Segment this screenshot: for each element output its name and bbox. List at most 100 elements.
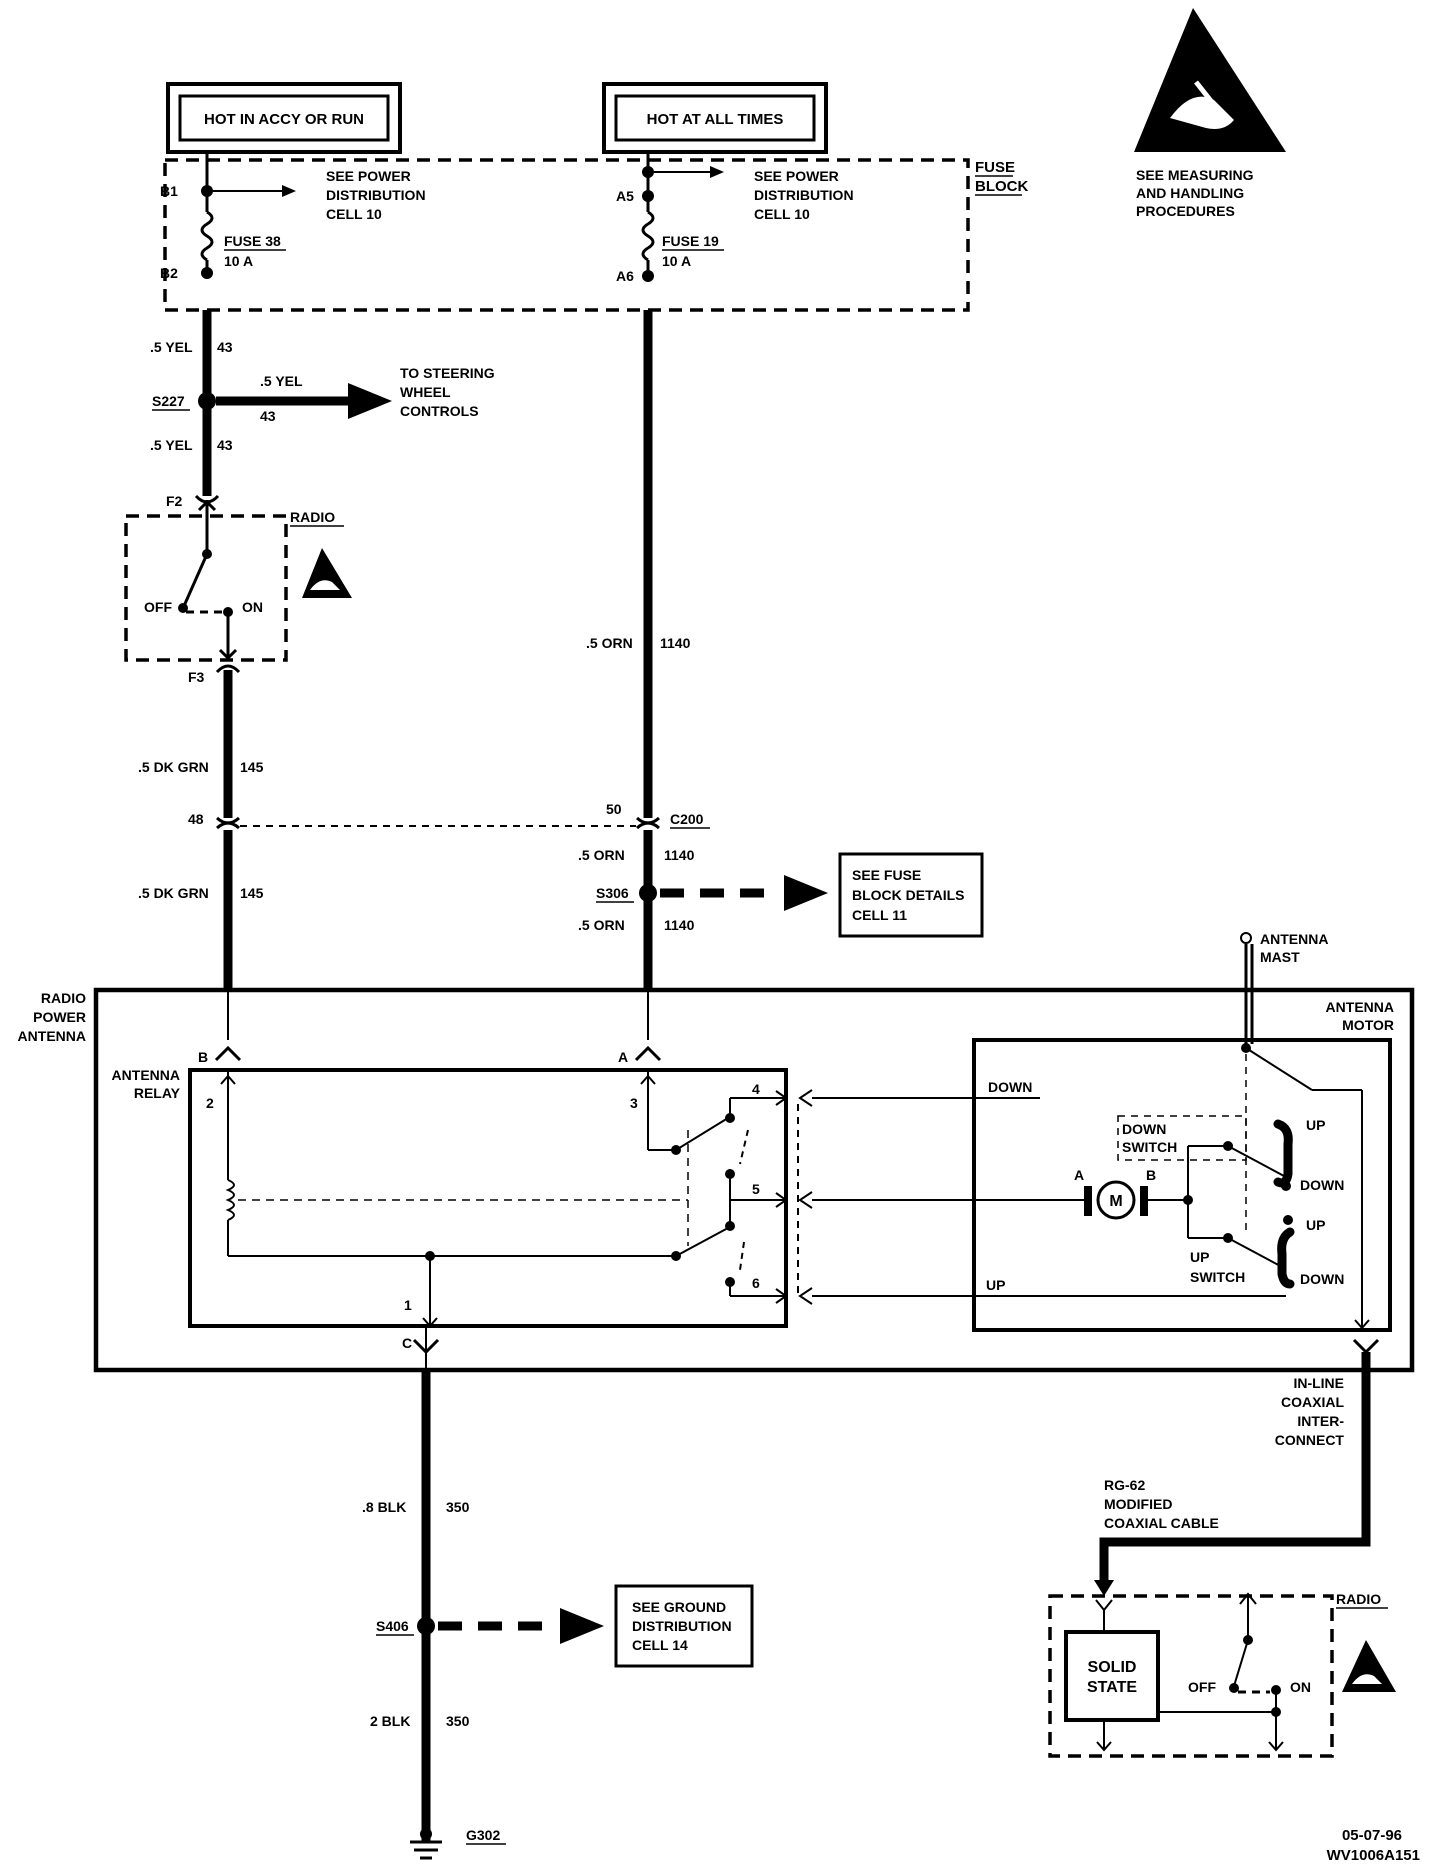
fuse-details-text-2: BLOCK DETAILS <box>852 887 965 903</box>
wire-145-circuit-1: 145 <box>240 759 264 775</box>
radio-switch-off: OFF <box>144 599 172 615</box>
radio-switch: RADIO F2 OFF ON F3 <box>124 493 344 685</box>
coax-cable-1: RG-62 <box>1104 1477 1145 1493</box>
motor-label-1: ANTENNA <box>1326 999 1394 1015</box>
inline-coax-connector <box>1352 1338 1380 1355</box>
wire-43-gauge-top: .5 YEL <box>150 339 193 355</box>
esd-text-3: PROCEDURES <box>1136 203 1235 219</box>
wire-43-circuit-top: 43 <box>217 339 233 355</box>
see-power-2-l2: DISTRIBUTION <box>754 187 854 203</box>
sw2-down-label: DOWN <box>1300 1271 1344 1287</box>
solid-state-2: STATE <box>1087 1679 1137 1696</box>
inline-coax-1: IN-LINE <box>1293 1375 1344 1391</box>
fuse-38-rating: 10 A <box>224 253 253 269</box>
relay-label-1: ANTENNA <box>112 1067 180 1083</box>
splice-s406 <box>417 1617 435 1635</box>
pin-a: A <box>618 1049 628 1065</box>
motor-pin-a: A <box>1074 1167 1084 1183</box>
fuse-block-label-2: BLOCK <box>975 178 1028 195</box>
pin-f2: F2 <box>166 493 183 509</box>
sw1-up-label: UP <box>1306 1117 1325 1133</box>
wire-350-circuit-1: 350 <box>446 1499 470 1515</box>
power-antenna-label-2: POWER <box>33 1009 86 1025</box>
fuse-38-name: FUSE 38 <box>224 233 281 249</box>
wire-350-gauge-1: .8 BLK <box>362 1499 406 1515</box>
hot-all-times-label: HOT AT ALL TIMES <box>647 111 784 128</box>
wire-350-gauge-2: 2 BLK <box>370 1713 410 1729</box>
pin-b: B <box>198 1049 208 1065</box>
wire-145-gauge-2: .5 DK GRN <box>138 885 209 901</box>
relay-pin-4: 4 <box>752 1081 760 1097</box>
ground-dist-text-2: DISTRIBUTION <box>632 1618 732 1634</box>
splice-s306 <box>639 884 657 902</box>
ground-distribution-box <box>614 1584 754 1668</box>
wire-145-circuit-2: 145 <box>240 885 264 901</box>
inline-coax-4: CONNECT <box>1275 1432 1345 1448</box>
esd-mini-icon-2 <box>1342 1640 1396 1692</box>
fuse-19-rating: 10 A <box>662 253 691 269</box>
mast-label-1: ANTENNA <box>1260 931 1328 947</box>
relay-pin-3: 3 <box>630 1095 638 1111</box>
power-antenna-label-3: ANTENNA <box>18 1028 86 1044</box>
radio-switch-on: ON <box>242 599 263 615</box>
motor-label-2: MOTOR <box>1342 1017 1394 1033</box>
esd-warning-icon <box>1134 8 1286 152</box>
wire-1140-gauge-2: .5 ORN <box>578 847 625 863</box>
coaxial-cable <box>1099 1352 1371 1580</box>
wire-145-gauge-1: .5 DK GRN <box>138 759 209 775</box>
see-power-1-l1: SEE POWER <box>326 168 411 184</box>
relay-pin-6: 6 <box>752 1275 760 1291</box>
fuse-details-text-3: CELL 11 <box>852 907 907 923</box>
pin-c: C <box>402 1335 412 1351</box>
esd-mini-icon-1 <box>302 548 352 598</box>
ground-symbol <box>410 1840 442 1860</box>
hot-all-times-box: HOT AT ALL TIMES <box>602 82 828 154</box>
down-switch-label-2: SWITCH <box>1122 1139 1177 1155</box>
splice-s227 <box>198 392 216 410</box>
radio-unit: RADIO SOLID STATE OFF ON <box>1048 1591 1388 1758</box>
steering-branch-circuit: 43 <box>260 408 276 424</box>
see-power-2-l3: CELL 10 <box>754 206 810 222</box>
fuse-details-text-1: SEE FUSE <box>852 867 921 883</box>
motor-symbol <box>1096 1180 1136 1220</box>
radio-unit-on: ON <box>1290 1679 1311 1695</box>
up-switch-label-1: UP <box>1190 1249 1209 1265</box>
relay-pin-5: 5 <box>752 1181 760 1197</box>
wire-350-circuit-2: 350 <box>446 1713 470 1729</box>
wire-1140-gauge-3: .5 ORN <box>578 917 625 933</box>
radio-unit-off: OFF <box>1188 1679 1216 1695</box>
ground-dist-text-1: SEE GROUND <box>632 1599 726 1615</box>
footer-code: WV1006A151 <box>1327 1847 1420 1864</box>
ground-g302: G302 <box>466 1827 500 1843</box>
pin-48: 48 <box>188 811 204 827</box>
pin-b1: B1 <box>160 183 178 199</box>
up-wire-label: UP <box>986 1277 1005 1293</box>
steering-text-2: WHEEL <box>400 384 451 400</box>
antenna-motor <box>972 1038 1392 1332</box>
radio-unit-label: RADIO <box>1336 1591 1381 1607</box>
coax-cable-2: MODIFIED <box>1104 1496 1172 1512</box>
antenna-relay <box>188 1068 788 1328</box>
esd-text-1: SEE MEASURING <box>1136 167 1254 183</box>
hot-accy-run-label: HOT IN ACCY OR RUN <box>204 111 364 128</box>
esd-text-2: AND HANDLING <box>1136 185 1244 201</box>
sw2-up-label: UP <box>1306 1217 1325 1233</box>
see-power-1-l2: DISTRIBUTION <box>326 187 426 203</box>
pin-a5: A5 <box>616 188 634 204</box>
wire-1140-circuit-3: 1140 <box>664 917 695 933</box>
wire-1140-circuit-2: 1140 <box>664 847 695 863</box>
wire-43-gauge-bot: .5 YEL <box>150 437 193 453</box>
ground-dist-text-3: CELL 14 <box>632 1637 688 1653</box>
footer-date: 05-07-96 <box>1342 1827 1402 1844</box>
relay-pin-2: 2 <box>206 1095 214 1111</box>
see-power-2-l1: SEE POWER <box>754 168 839 184</box>
motor-m: M <box>1109 1193 1122 1210</box>
sw1-down-label: DOWN <box>1300 1177 1344 1193</box>
fuse-details-box <box>838 852 984 938</box>
down-switch-label-1: DOWN <box>1122 1121 1166 1137</box>
relay-label-2: RELAY <box>134 1085 181 1101</box>
solid-state-1: SOLID <box>1088 1659 1137 1676</box>
pin-50: 50 <box>606 801 622 817</box>
up-switch-label-2: SWITCH <box>1190 1269 1245 1285</box>
coax-cable-3: COAXIAL CABLE <box>1104 1515 1219 1531</box>
